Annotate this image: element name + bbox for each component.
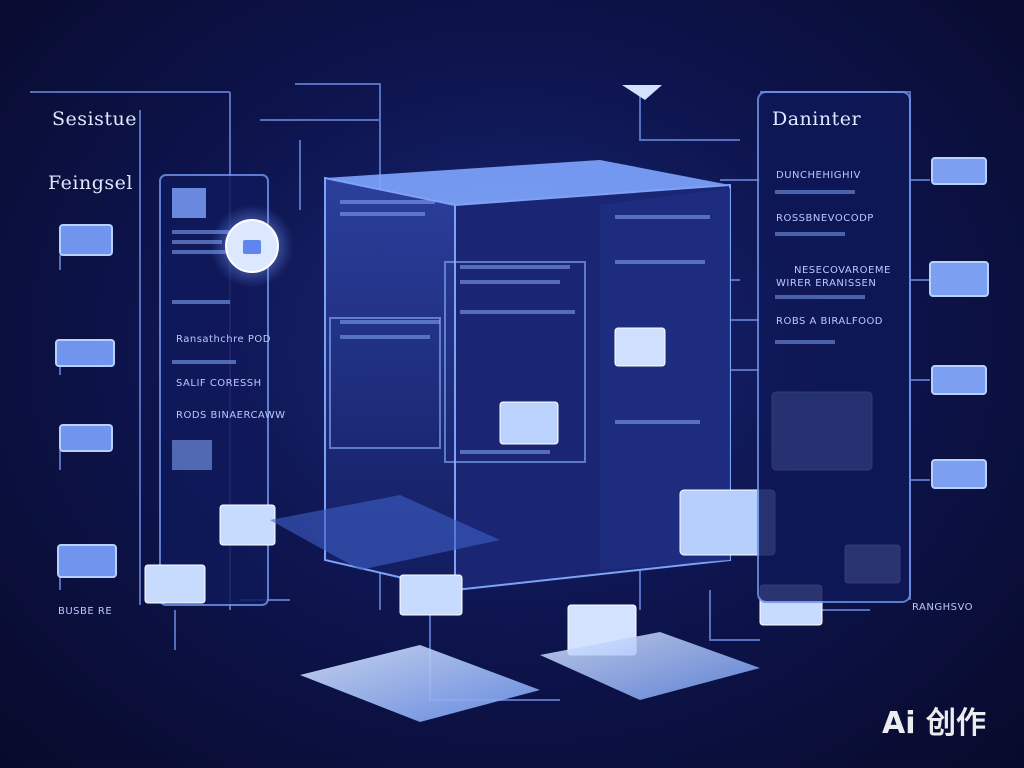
right-panel-label-3: NESECOVAROEME	[794, 265, 891, 276]
server-tower	[324, 160, 731, 592]
lock-orb	[210, 204, 294, 288]
right-panel-frame	[757, 91, 911, 603]
left-panel-title: Sesistue	[52, 108, 137, 130]
left-monitors	[55, 224, 117, 578]
left-panel-label-4: BUSBE RE	[58, 606, 113, 617]
floor-pads	[270, 495, 760, 722]
right-panel-label-1: DUNCHEHIGHIV	[776, 170, 861, 181]
left-panel-label-3: RODS BINAERCAWW	[176, 410, 286, 421]
watermark-logo: Ai 创作	[882, 706, 986, 741]
right-panel-label-5: ROBS A BIRALFOOD	[776, 316, 884, 327]
right-monitors	[929, 157, 989, 489]
right-panel-label-4: WIRER ERANISSEN	[776, 278, 877, 289]
right-panel-title: Daninter	[772, 108, 862, 130]
left-panel-subtitle: Feingsel	[48, 172, 133, 194]
left-panel-label-2: SALIF CORESSH	[176, 378, 262, 389]
left-panel-label-1: Ransathchre POD	[176, 334, 271, 345]
right-panel-label-6: RANGHSVO	[912, 602, 974, 613]
right-panel-label-2: ROSSBNEVOCODP	[776, 213, 874, 224]
